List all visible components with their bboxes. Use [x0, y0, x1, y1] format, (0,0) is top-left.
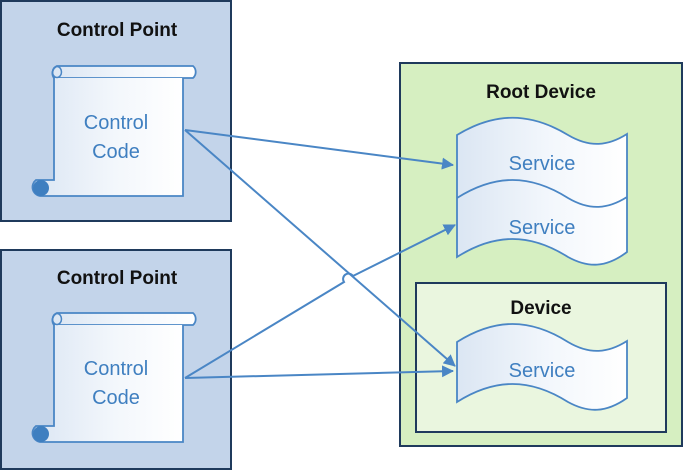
arrow-cp2-to-service-2	[184, 224, 456, 379]
control-point-title: Control Point	[57, 268, 178, 289]
service-label: Service	[509, 360, 576, 382]
control-code-scroll-icon	[31, 312, 197, 443]
control-point-1: Control Point Control Code	[0, 0, 232, 222]
service-stack-icon	[456, 116, 628, 266]
service-label: Service	[509, 217, 576, 239]
connections	[184, 129, 456, 379]
device-title: Device	[510, 298, 571, 319]
root-device: Root Device Service Service Device Servi…	[399, 62, 683, 447]
control-point-title: Control Point	[57, 20, 178, 41]
control-code-line-1: Control	[84, 358, 148, 380]
root-device-title: Root Device	[486, 82, 596, 103]
control-code-line-2: Code	[92, 387, 140, 409]
control-point-2: Control Point Control Code	[0, 249, 232, 470]
control-code-line-1: Control	[84, 112, 148, 134]
arrow-cp1-to-service-1	[184, 129, 454, 170]
service-doc-icon	[456, 323, 628, 411]
control-code-line-2: Code	[92, 141, 140, 163]
arrow-cp1-to-device-service	[184, 129, 456, 367]
arrow-cp2-to-device-service	[184, 365, 454, 379]
service-label: Service	[509, 153, 576, 175]
embedded-device: Device Service	[415, 282, 667, 433]
control-code-scroll-icon	[31, 65, 197, 197]
